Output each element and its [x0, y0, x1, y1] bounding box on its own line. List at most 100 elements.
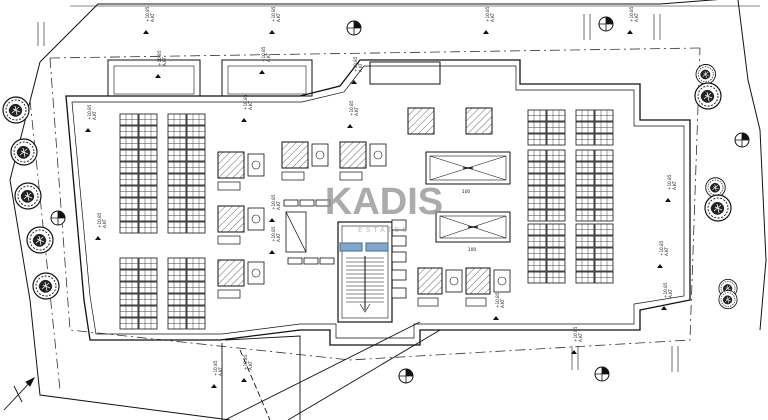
- solar-panel-icon: [527, 185, 547, 198]
- solar-panel-icon: [575, 173, 595, 186]
- solar-panel-icon: [186, 113, 206, 126]
- solar-panel-icon: [575, 235, 595, 248]
- watermark-tagline: ESTATES: [358, 227, 410, 234]
- level-name: A.KT: [92, 110, 97, 120]
- solar-panel-icon: [167, 317, 187, 330]
- equipment-boxes: [283, 199, 407, 299]
- level-name: A.KT: [634, 12, 639, 22]
- solar-panel-icon: [575, 197, 595, 210]
- solar-panel-icon: [575, 247, 595, 260]
- solar-panel-icon: [527, 197, 547, 210]
- level-name: A.KT: [354, 106, 359, 116]
- level-value: +10.85: [353, 56, 358, 72]
- solar-panel-icon: [575, 121, 595, 134]
- solar-panel-icon: [167, 137, 187, 150]
- building-outline: [65, 59, 691, 346]
- solar-panel-icon: [575, 209, 595, 222]
- solar-panel-icon: [546, 149, 566, 162]
- stair-icon: [346, 256, 384, 313]
- solar-panel-icon: [138, 125, 158, 138]
- solar-panel-icon: [186, 137, 206, 150]
- hvac-unit-icon: [339, 141, 387, 181]
- solar-panel-icon: [575, 109, 595, 122]
- solar-panel-icon: [546, 121, 566, 134]
- level-name: A.KT: [248, 360, 253, 370]
- solar-panel-icon: [138, 221, 158, 234]
- solar-panel-icon: [186, 293, 206, 306]
- solar-panel-icon: [546, 133, 566, 146]
- level-value: +10.85: [485, 6, 490, 22]
- level-value: +10.85: [213, 360, 218, 376]
- solar-panel-icon: [119, 197, 139, 210]
- solar-panel-icon: [186, 269, 206, 282]
- solar-panel-icon: [167, 125, 187, 138]
- level-name: A.KT: [358, 62, 363, 72]
- level-value: +10.85: [663, 282, 668, 298]
- solar-panel-icon: [119, 257, 139, 270]
- solar-panel-icon: [546, 185, 566, 198]
- level-value: +10.85: [659, 240, 664, 256]
- level-value: +10.85: [243, 94, 248, 110]
- solar-panel-icon: [138, 257, 158, 270]
- skylight-upper: [425, 151, 511, 185]
- hvac-units: [217, 107, 511, 307]
- hvac-unit-icon: [465, 107, 493, 135]
- solar-panel-icon: [186, 209, 206, 222]
- solar-panel-icon: [594, 209, 614, 222]
- solar-panel-icon: [167, 197, 187, 210]
- solar-panel-icon: [594, 161, 614, 174]
- solar-panel-icon: [186, 197, 206, 210]
- solar-panel-array: [119, 109, 614, 330]
- level-value: +10.85: [667, 174, 672, 190]
- solar-panel-icon: [594, 185, 614, 198]
- solar-panel-icon: [546, 209, 566, 222]
- solar-panel-icon: [186, 221, 206, 234]
- solar-panel-icon: [546, 173, 566, 186]
- solar-panel-icon: [527, 149, 547, 162]
- level-name: A.KT: [102, 218, 107, 228]
- solar-panel-icon: [167, 305, 187, 318]
- solar-panel-icon: [575, 259, 595, 272]
- level-value: +10.85: [87, 104, 92, 120]
- solar-panel-icon: [546, 161, 566, 174]
- solar-panel-icon: [167, 209, 187, 222]
- level-name: A.KT: [218, 366, 223, 376]
- level-name: A.KT: [664, 246, 669, 256]
- level-value: +10.85: [349, 100, 354, 116]
- solar-panel-icon: [527, 259, 547, 272]
- level-name: A.KT: [276, 232, 281, 242]
- solar-panel-icon: [167, 113, 187, 126]
- solar-panel-icon: [527, 271, 547, 284]
- level-name: A.KT: [672, 180, 677, 190]
- solar-panel-icon: [138, 137, 158, 150]
- level-name: A.KT: [266, 52, 271, 62]
- solar-panel-icon: [527, 109, 547, 122]
- level-name: A.KT: [668, 288, 673, 298]
- hvac-unit-icon: [217, 205, 265, 245]
- level-value: +10.85: [629, 6, 634, 22]
- level-name: A.KT: [276, 12, 281, 22]
- solar-panel-icon: [167, 161, 187, 174]
- solar-panel-icon: [119, 209, 139, 222]
- solar-panel-icon: [594, 109, 614, 122]
- solar-panel-icon: [575, 223, 595, 236]
- solar-panel-icon: [546, 271, 566, 284]
- solar-panel-icon: [546, 259, 566, 272]
- level-value: +10.85: [495, 292, 500, 308]
- solar-panel-icon: [119, 281, 139, 294]
- solar-panel-icon: [119, 293, 139, 306]
- solar-panel-icon: [138, 293, 158, 306]
- solar-panel-icon: [186, 161, 206, 174]
- hvac-unit-icon: [465, 267, 511, 307]
- solar-panel-icon: [138, 113, 158, 126]
